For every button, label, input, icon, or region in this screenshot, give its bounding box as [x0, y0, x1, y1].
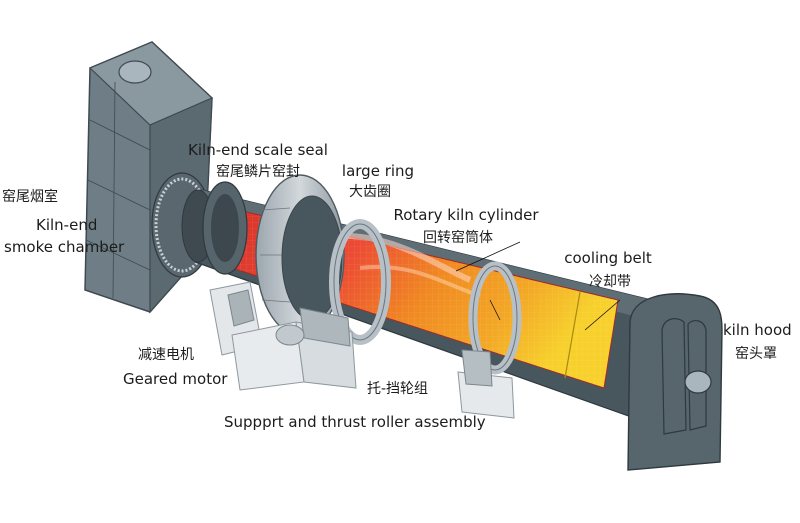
kiln-hood-label-zh: 窑头罩	[735, 346, 777, 362]
support-roller-assembly-2	[457, 349, 515, 419]
scale-seal-label-en: Kiln-end scale seal	[188, 141, 328, 159]
scale-seal-ring	[202, 181, 248, 275]
smoke-chamber	[84, 41, 214, 314]
chamber-port-icon	[118, 60, 152, 84]
large-ring	[255, 174, 345, 336]
scale-seal-label-zh: 窑尾鳞片窑封	[216, 164, 300, 180]
cooling-belt-label-en: cooling belt	[564, 249, 652, 267]
kiln-hood-label-en: kiln hood	[723, 321, 792, 339]
ring-leader-line	[489, 299, 501, 321]
large-ring-label-zh: 大齿圈	[349, 184, 391, 200]
tyre-ring-1	[329, 219, 391, 345]
cooling-belt-label-zh: 冷却带	[589, 274, 631, 290]
smoke-chamber-label-en-1: Kiln-end	[36, 216, 98, 234]
smoke-chamber-label-en-2: smoke chamber	[4, 238, 125, 256]
cooling-leader-line	[584, 299, 621, 331]
kiln-cylinder-label-zh: 回转窑筒体	[423, 230, 493, 246]
large-ring-label-en: large ring	[341, 162, 415, 180]
roller-assembly-label-zh: 托-挡轮组	[367, 381, 429, 397]
roller-assembly-label-en: Suppprt and thrust roller assembly	[224, 413, 486, 431]
smoke-chamber-label-zh: 窑尾烟室	[2, 189, 58, 205]
kiln-cylinder-label-en: Rotary kiln cylinder	[393, 206, 539, 224]
geared-motor-unit	[231, 307, 357, 391]
kiln-hood	[627, 293, 723, 471]
tyre-ring-2	[468, 261, 522, 375]
geared-motor-label-en: Geared motor	[123, 370, 228, 388]
cylinder-leader-line	[455, 241, 521, 272]
geared-motor-label-zh: 减速电机	[138, 347, 194, 363]
hood-port-icon	[684, 370, 712, 394]
